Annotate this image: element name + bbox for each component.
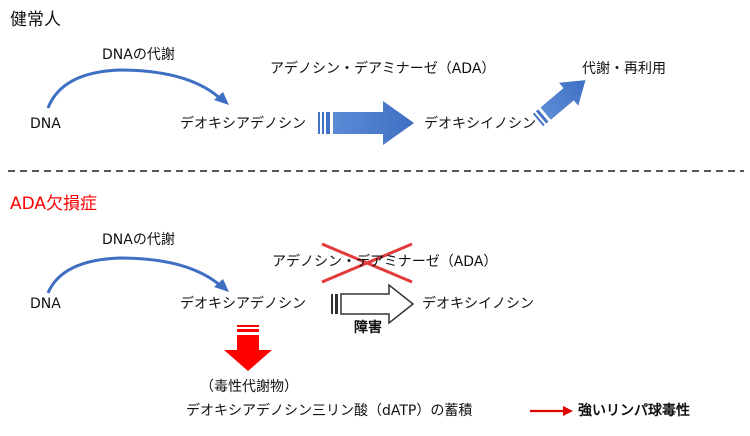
enzyme-crossed-out-mark	[321, 242, 413, 284]
enzyme-label-healthy: アデノシン・デアミナーゼ（ADA）	[270, 61, 496, 77]
deoxyadenosine-label-deficiency: デオキシアデノシン	[180, 296, 306, 312]
blocked-conversion-arrow	[331, 283, 415, 325]
healthy-section-title: 健常人	[10, 10, 61, 30]
deoxyinosine-label-healthy: デオキシイノシン	[424, 116, 536, 132]
toxic-metabolite-note: （毒性代謝物）	[200, 379, 298, 395]
dna-metabolism-curve-arrow-deficiency	[46, 256, 229, 294]
dna-label-deficiency: DNA	[30, 296, 61, 312]
reuse-label: 代謝・再利用	[582, 61, 666, 77]
deoxyadenosine-label-healthy: デオキシアデノシン	[180, 116, 306, 132]
deoxyinosine-label-deficiency: デオキシイノシン	[422, 296, 534, 312]
blocked-label: 障害	[354, 320, 382, 336]
dna-metabolism-label-healthy: DNAの代謝	[102, 47, 175, 63]
dna-metabolism-label-deficiency: DNAの代謝	[102, 232, 175, 248]
toxic-accumulation-down-arrow	[224, 325, 272, 371]
deficiency-section-title: ADA欠損症	[10, 194, 98, 214]
lymphocyte-toxicity-label: 強いリンパ球毒性	[578, 403, 690, 419]
ada-conversion-arrow-healthy	[318, 101, 414, 145]
consequence-arrow	[530, 406, 573, 416]
reuse-arrow-healthy	[532, 80, 586, 127]
dna-metabolism-curve-arrow-healthy	[46, 68, 229, 109]
datp-accumulation-label: デオキシアデノシン三リン酸（dATP）の蓄積	[186, 403, 473, 419]
dna-label-healthy: DNA	[30, 116, 61, 132]
enzyme-label-deficiency: アデノシン・デアミナーゼ（ADA）	[272, 254, 498, 270]
